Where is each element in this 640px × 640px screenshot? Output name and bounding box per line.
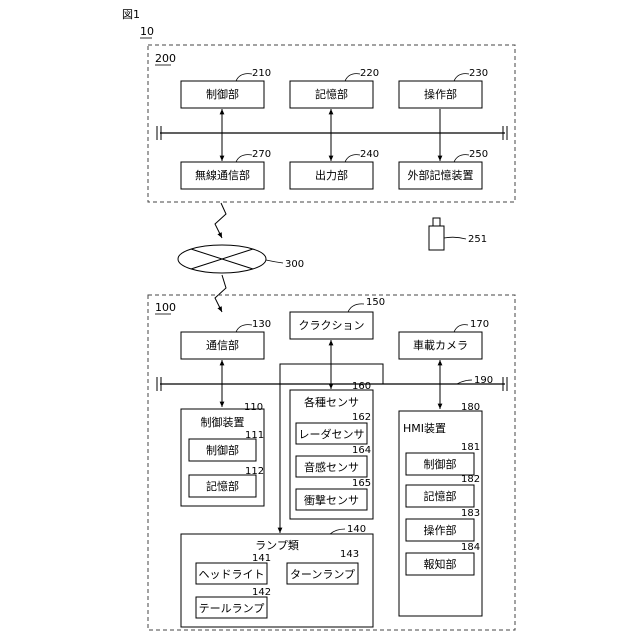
control-device-storage-ref: 112 [245, 466, 264, 477]
communication-box: 通信部 [181, 332, 264, 359]
impact-sensor-box: 衝撃センサ [296, 489, 367, 510]
turn-lamp-box: ターンランプ [287, 563, 358, 584]
vehicle-ref: 100 [155, 301, 176, 314]
sound-sensor-label: 音感センサ [304, 460, 359, 474]
camera-ref: 170 [470, 319, 489, 330]
server-control-ref: 210 [252, 68, 271, 79]
hmi-operation-ref: 183 [461, 508, 480, 519]
server-control-label: 制御部 [206, 87, 239, 101]
control-device-ref: 110 [244, 402, 263, 413]
hmi-storage-ref: 182 [461, 474, 480, 485]
turn-lamp-ref: 143 [340, 549, 359, 560]
radar-sensor-label: レーダセンサ [299, 427, 365, 441]
server-wireless-box: 無線通信部 [181, 162, 264, 189]
server-output-ref: 240 [360, 149, 379, 160]
server-wireless-ref: 270 [252, 149, 271, 160]
vehicle-bus-ref: 190 [474, 375, 493, 386]
server-external-storage-ref: 250 [469, 149, 488, 160]
camera-box: 車載カメラ [399, 332, 482, 359]
tail-lamp-box: テールランプ [196, 597, 267, 618]
hmi-label: HMI装置 [403, 422, 446, 435]
turn-lamp-label: ターンランプ [290, 568, 355, 581]
hmi-notification-ref: 184 [461, 542, 480, 553]
horn-box: クラクション [290, 312, 373, 339]
headlight-ref: 141 [252, 553, 271, 564]
hmi-operation-label: 操作部 [424, 523, 457, 537]
server-storage-label: 記憶部 [315, 87, 348, 101]
hmi-control-label: 制御部 [424, 457, 457, 471]
hmi-notification-label: 報知部 [424, 557, 457, 571]
server-external-storage-label: 外部記憶装置 [408, 168, 474, 182]
hmi-ref: 180 [461, 402, 480, 413]
control-device-storage-label: 記憶部 [206, 479, 239, 493]
sensors-label: 各種センサ [304, 395, 359, 409]
control-device-label: 制御装置 [201, 415, 245, 429]
lamps-ref: 140 [347, 524, 366, 535]
headlight-box: ヘッドライト [196, 563, 267, 584]
impact-sensor-label: 衝撃センサ [304, 493, 359, 507]
figure-caption: 図1 [122, 8, 140, 21]
control-device-control-label: 制御部 [206, 443, 239, 457]
camera-label: 車載カメラ [413, 338, 468, 352]
server-operation-ref: 230 [469, 68, 488, 79]
hmi-control-ref: 181 [461, 442, 480, 453]
control-device-control-ref: 111 [245, 430, 264, 441]
system-ref: 10 [140, 25, 154, 38]
network-icon [178, 245, 266, 273]
sensors-ref: 160 [352, 381, 371, 392]
hmi-storage-label: 記憶部 [424, 489, 457, 503]
server-output-box: 出力部 [290, 162, 373, 189]
communication-ref: 130 [252, 319, 271, 330]
server-output-label: 出力部 [315, 168, 348, 182]
sound-sensor-box: 音感センサ [296, 456, 367, 477]
hmi-control-box: 制御部 [406, 453, 474, 475]
headlight-label: ヘッドライト [199, 568, 265, 581]
server-external-storage-box: 外部記憶装置 [399, 162, 482, 189]
server-storage-ref: 220 [360, 68, 379, 79]
network-ref: 300 [285, 259, 304, 270]
hmi-operation-box: 操作部 [406, 519, 474, 541]
hmi-notification-box: 報知部 [406, 553, 474, 575]
control-device-control-box: 制御部 [189, 439, 256, 461]
tail-lamp-label: テールランプ [199, 602, 265, 615]
radar-sensor-box: レーダセンサ [296, 423, 367, 444]
storage-medium-icon [429, 218, 444, 250]
impact-sensor-ref: 165 [352, 478, 371, 489]
storage-medium-ref: 251 [468, 234, 487, 245]
server-operation-box: 操作部 [399, 81, 482, 108]
server-operation-label: 操作部 [424, 87, 457, 101]
tail-lamp-ref: 142 [252, 587, 271, 598]
control-device-storage-box: 記憶部 [189, 475, 256, 497]
horn-label: クラクション [299, 319, 365, 332]
server-wireless-label: 無線通信部 [195, 168, 250, 182]
lamps-label: ランプ類 [255, 539, 299, 552]
radar-sensor-ref: 162 [352, 412, 371, 423]
communication-label: 通信部 [206, 338, 239, 352]
hmi-storage-box: 記憶部 [406, 485, 474, 507]
server-storage-box: 記憶部 [290, 81, 373, 108]
server-control-box: 制御部 [181, 81, 264, 108]
sound-sensor-ref: 164 [352, 445, 371, 456]
horn-ref: 150 [366, 297, 385, 308]
server-ref: 200 [155, 52, 176, 65]
